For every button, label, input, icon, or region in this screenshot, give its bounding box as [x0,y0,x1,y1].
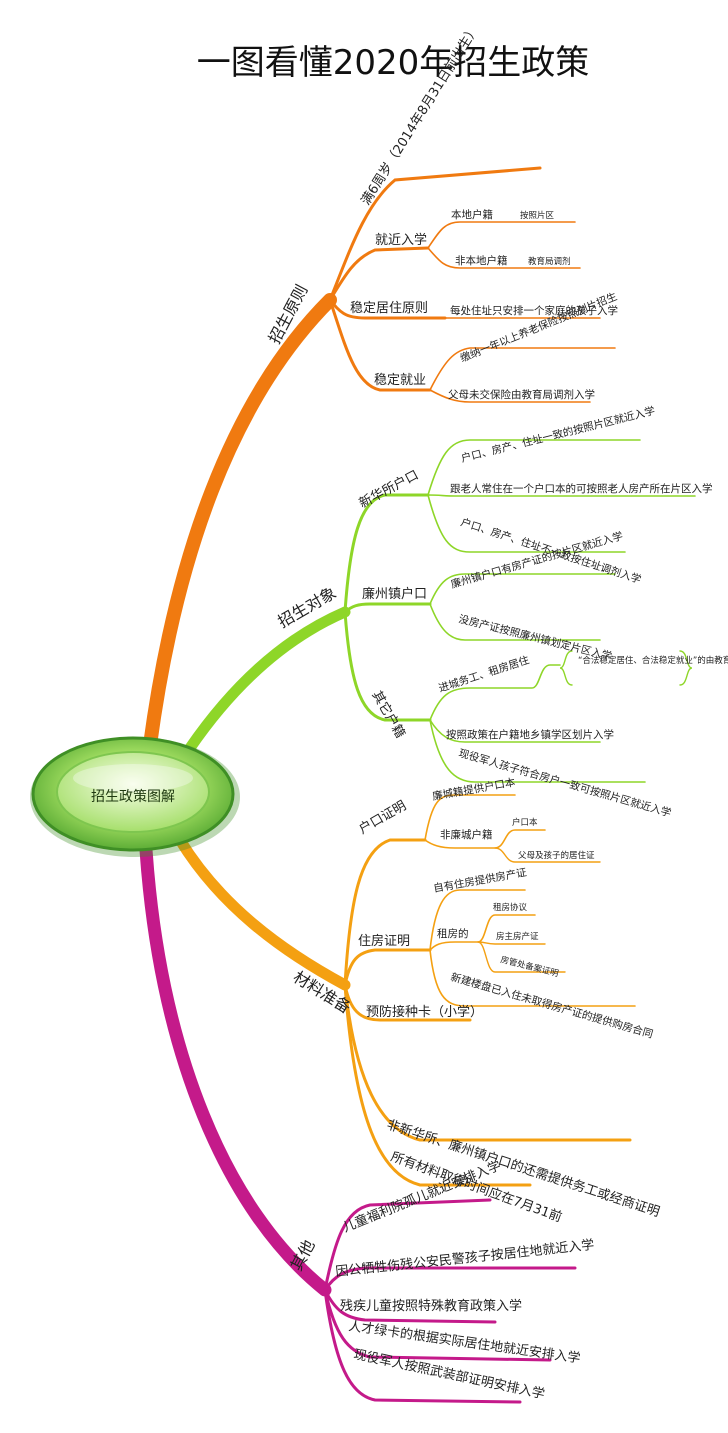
principle-residence-leaf: 每处住址只安排一个家庭的孩子入学 [450,304,618,317]
branch-label-other: 其他 [287,1237,319,1274]
principle-nonlocal-leaf: 教育局调剂 [528,256,571,267]
principle-nearby-label: 就近入学 [375,232,427,248]
other-disabled-label: 残疾儿童按照特殊教育政策入学 [340,1298,522,1314]
principle-nonlocal-label: 非本地户籍 [455,254,508,267]
target-xinhua-label: 新华所户口 [356,467,421,512]
materials-housing-label: 住房证明 [358,933,410,949]
materials-renting-label: 租房的 [437,927,469,940]
trunk-principle [143,293,337,752]
root-node[interactable]: 招生政策图解 [30,736,240,857]
other-lines [323,1198,577,1404]
principle-employment-label: 稳定就业 [374,372,426,388]
materials-hukou-label: 户口证明 [356,798,409,838]
principle-noinsurance-label: 父母未交保险由教育局调剂入学 [448,388,595,401]
materials-nonliancheng-label: 非廉城户籍 [440,828,493,841]
materials-lease-leaf: 租房协议 [493,902,528,913]
target-lianzhou-label: 廉州镇户口 [362,586,427,602]
materials-hukou-book-leaf: 户口本 [512,817,538,828]
target-xinhua-item-1: 户口、房产、住址一致的按照片区就近入学 [460,404,657,465]
materials-vaccine-label: 预防接种卡（小学） [366,1004,483,1020]
materials-filing-leaf: 房管处备案证明 [499,954,559,979]
materials-lines [343,794,636,1187]
principle-lines [328,166,616,403]
principle-local-label: 本地户籍 [451,208,493,221]
materials-residence-permit-leaf: 父母及孩子的居住证 [518,850,595,861]
target-xinhua-item-2: 跟老人常住在一个户口本的可按照老人房产所在片区入学 [450,482,713,495]
root-label: 招生政策图解 [91,788,175,805]
materials-owner-cert-leaf: 房主房产证 [496,931,539,942]
target-township-label: 按照政策在户籍地乡镇学区划片入学 [446,728,614,741]
target-lines [343,439,696,783]
trunk-materials [174,834,351,991]
trunk-other [139,843,332,1297]
page-title: 一图看懂2020年招生政策 [197,43,590,83]
other-police-label: 因公牺牲伤残公安民警孩子按居住地就近入学 [335,1237,595,1280]
materials-liancheng-label: 廉城籍提供户口本 [431,775,516,802]
trunk-target [184,606,351,754]
principle-local-leaf: 按照片区 [520,210,555,221]
target-migrant-note: “合法稳定居住、合法稳定就业”的由教育局调剂入学 [578,655,728,666]
principle-residence-label: 稳定居住原则 [350,300,428,316]
principle-insurance-label: 缴纳一年以上养老保险按照划片招生 [458,290,619,365]
